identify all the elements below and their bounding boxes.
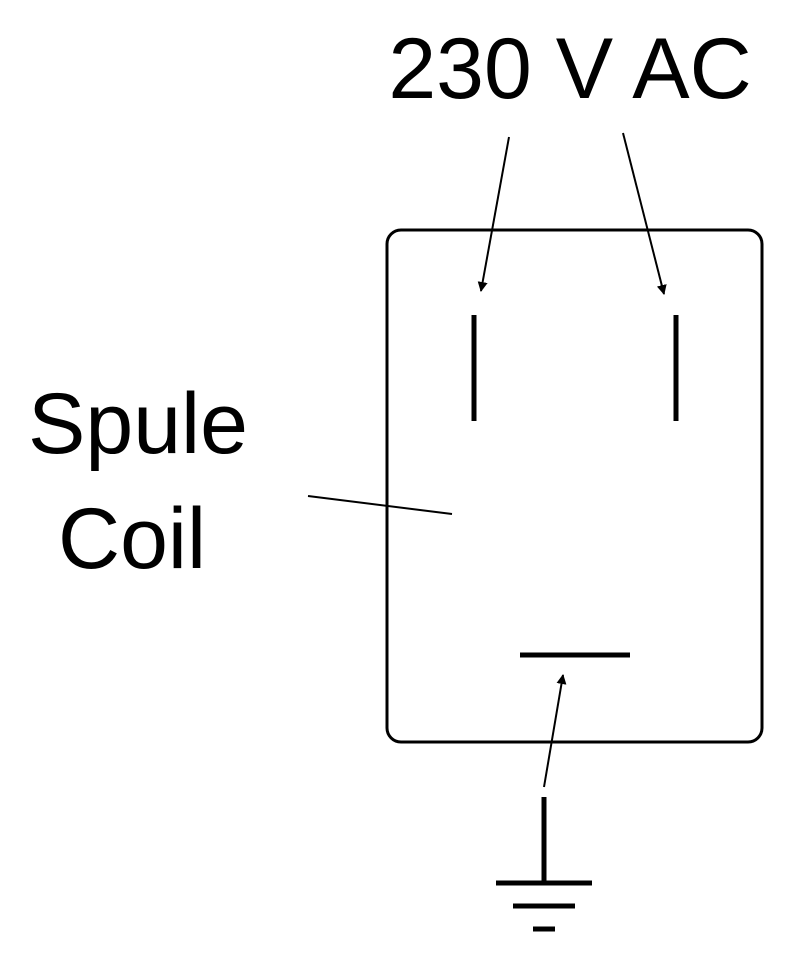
connector-housing bbox=[385, 228, 764, 744]
voltage-label: 230 V AC bbox=[388, 21, 751, 117]
voltage-arrow-left bbox=[477, 136, 510, 292]
ground-icon bbox=[496, 797, 592, 932]
ground-arrow bbox=[543, 674, 567, 788]
coil-leader-line bbox=[307, 495, 453, 515]
coil-label-german: Spule bbox=[28, 376, 248, 472]
voltage-arrow-right bbox=[622, 132, 667, 295]
coil-label-english: Coil bbox=[58, 491, 206, 587]
